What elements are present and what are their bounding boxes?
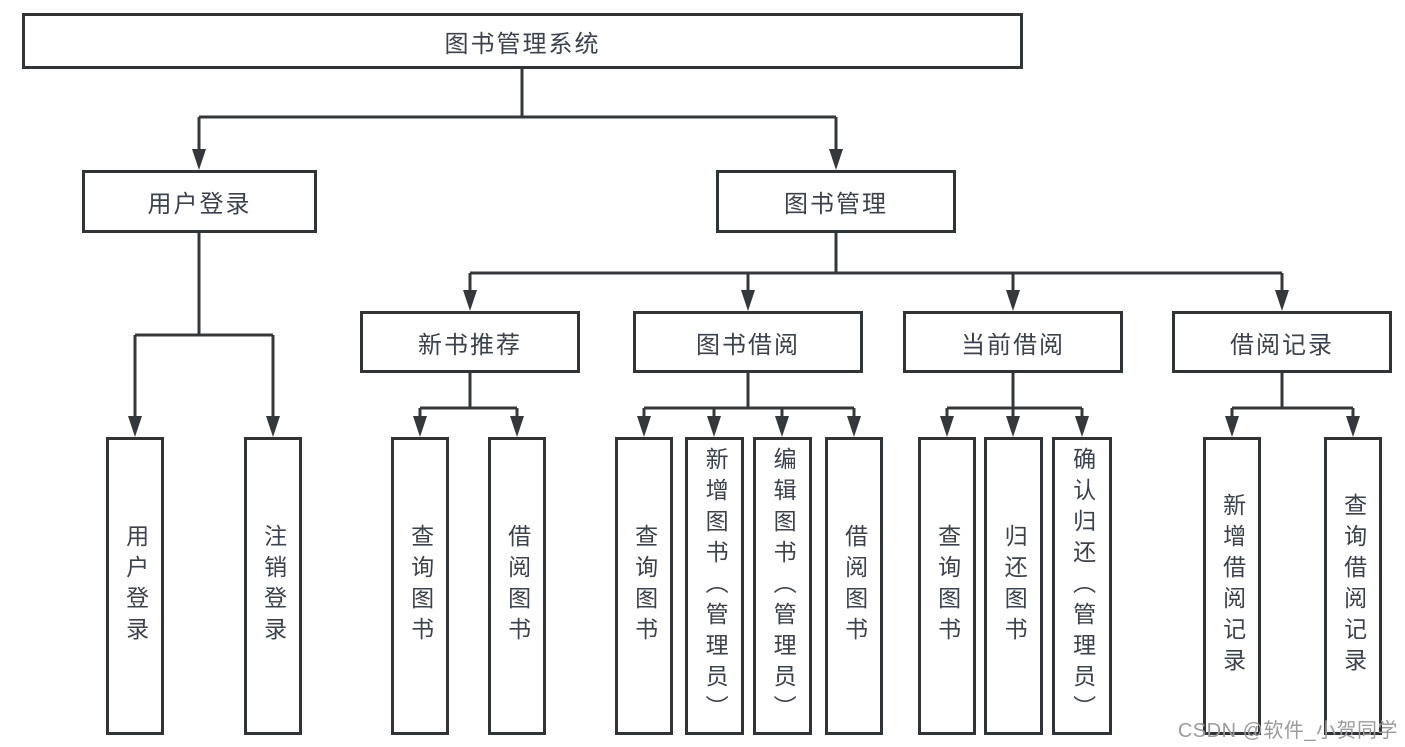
leaf-user-login: 用户登录 — [106, 437, 164, 735]
connector-book-borrow-children — [637, 373, 861, 437]
leaf-confirm-return-admin: 确认归还（管理员） — [1052, 437, 1112, 735]
leaf-add-books-admin: 新增图书（管理员） — [685, 437, 744, 735]
leaf-query-books-current: 查询图书 — [918, 437, 976, 735]
node-label: 确认归还（管理员） — [1069, 446, 1096, 726]
leaf-return-books: 归还图书 — [984, 437, 1043, 735]
connector-new-book-children — [413, 373, 524, 437]
node-label: 查询图书 — [934, 524, 961, 648]
leaf-edit-books-admin: 编辑图书（管理员） — [753, 437, 812, 735]
node-library-management-system: 图书管理系统 — [22, 13, 1023, 69]
leaf-borrow-books-recommend: 借阅图书 — [488, 437, 546, 735]
node-new-book-recommendation: 新书推荐 — [360, 311, 580, 373]
node-label: 查询图书 — [631, 524, 658, 648]
node-label: 编辑图书（管理员） — [770, 446, 797, 726]
node-user-login: 用户登录 — [82, 170, 317, 233]
node-label: 图书管理系统 — [444, 30, 601, 58]
connector-book-mgmt-children — [463, 233, 1289, 311]
leaf-query-books-recommend: 查询图书 — [391, 437, 449, 735]
node-label: 查询借阅记录 — [1340, 493, 1367, 679]
node-label: 图书借阅 — [696, 331, 800, 359]
connector-user-login-children — [128, 233, 280, 437]
node-label: 用户登录 — [122, 524, 149, 648]
node-label: 注销登录 — [260, 524, 287, 648]
leaf-query-books-borrow: 查询图书 — [615, 437, 673, 735]
leaf-query-borrow-record: 查询借阅记录 — [1324, 437, 1382, 735]
node-label: 新增借阅记录 — [1219, 493, 1246, 679]
csdn-watermark: CSDN @软件_小贺同学 — [1177, 720, 1398, 742]
node-label: 新增图书（管理员） — [702, 446, 729, 726]
node-book-management: 图书管理 — [716, 170, 956, 233]
connector-root-to-level2 — [192, 69, 843, 170]
node-label: 借阅图书 — [841, 524, 868, 648]
node-label: 用户登录 — [147, 191, 252, 218]
node-label: 借阅记录 — [1230, 331, 1334, 359]
node-label: 归还图书 — [1001, 524, 1028, 648]
node-book-borrowing: 图书借阅 — [633, 311, 863, 373]
node-label: 借阅图书 — [504, 524, 531, 648]
leaf-add-borrow-record: 新增借阅记录 — [1203, 437, 1261, 735]
leaf-borrow-books: 借阅图书 — [825, 437, 883, 735]
node-label: 图书管理 — [784, 191, 888, 218]
node-borrowing-records: 借阅记录 — [1172, 311, 1392, 373]
node-label: 查询图书 — [407, 524, 434, 648]
connector-current-borrow-children — [940, 373, 1089, 437]
node-label: 当前借阅 — [961, 331, 1065, 359]
node-label: 新书推荐 — [418, 331, 522, 359]
connector-borrow-records-children — [1225, 373, 1360, 437]
leaf-logout: 注销登录 — [244, 437, 302, 735]
node-current-borrowing: 当前借阅 — [903, 311, 1123, 373]
